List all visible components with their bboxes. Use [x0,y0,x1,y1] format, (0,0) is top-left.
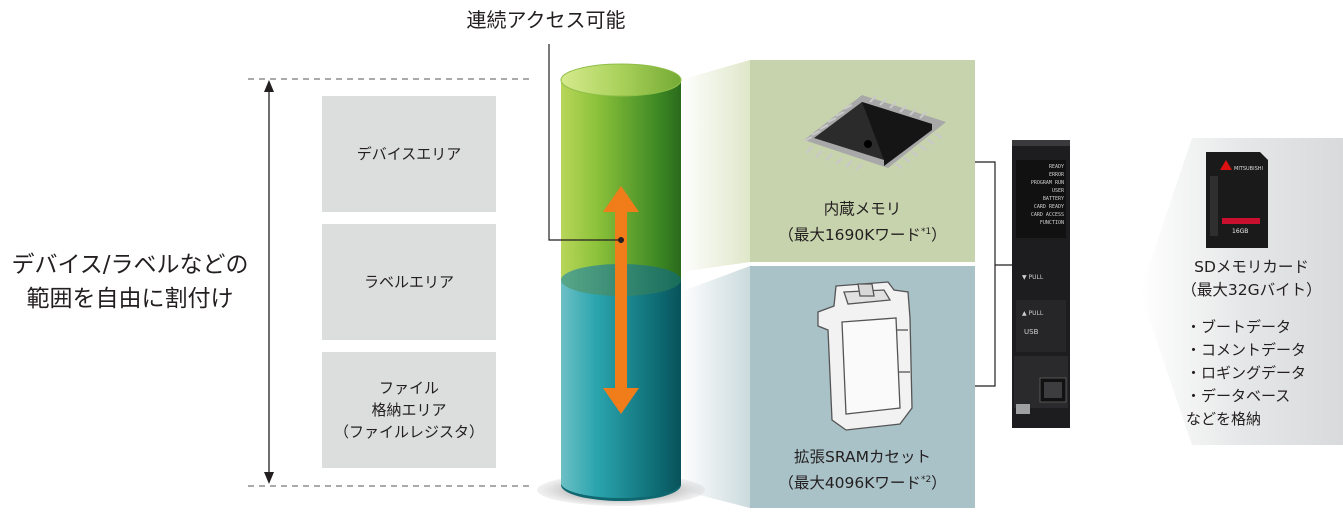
cpu-pull-label-bottom: ▲ PULL [1022,310,1044,317]
file-area-line-2: 格納エリア [371,401,447,419]
sd-card-contents: ・ブートデータ ・コメントデータ ・ロギングデータ ・データベース などを格納 [1186,316,1336,431]
file-area-line-1: ファイル [378,379,439,397]
memory-chip-icon [803,95,946,171]
callout-dot [618,237,624,243]
access-arrow-up-icon [603,186,639,212]
cpu-status-labels: READY ERROR PROGRAM RUN USER BATTERY CAR… [1030,164,1064,226]
sd-card-brand: MITSUBISHI [1234,166,1263,172]
note-ref-1: *1 [920,227,932,237]
file-area-line-3: （ファイルレジスタ） [333,423,484,441]
sd-card-name: SDメモリカード [1194,258,1309,276]
sd-item-logging: ・ロギングデータ [1186,364,1307,382]
sd-card-size: 16GB [1232,228,1249,235]
device-area-label: デバイスエリア [356,145,462,163]
sram-capacity: （最大4096Kワード*2） [778,474,947,492]
file-area-label: ファイル 格納エリア （ファイルレジスタ） [334,377,484,443]
cpu-usb-label: USB [1024,328,1039,336]
side-label-line-1: デバイス/ラベルなどの [11,252,249,278]
internal-memory-name: 内蔵メモリ [823,200,902,218]
cpu-pull-label-top: ▼ PULL [1022,274,1044,281]
sd-item-boot: ・ブートデータ [1186,318,1292,336]
side-label-line-2: 範囲を自由に割付け [26,286,234,312]
cpu-module-icon [1012,140,1070,428]
title-callout-line [548,44,621,241]
internal-memory-label: 内蔵メモリ （最大1690Kワード*1） [750,198,975,247]
internal-memory-capacity: （最大1690Kワード*1） [778,226,947,244]
sd-card-capacity: （最大32Gバイト） [1181,281,1322,299]
sd-card-label: SDメモリカード （最大32Gバイト） [1160,256,1343,302]
sd-card-icon [1206,152,1268,248]
sd-item-database: ・データベース [1186,387,1291,405]
access-arrow-down-icon [603,388,639,414]
device-area-box: デバイスエリア [322,96,496,212]
blue-connector [680,266,750,508]
note-ref-2: *2 [920,475,932,485]
green-connector [680,60,750,272]
internal-memory-panel [750,60,975,262]
cylinder-top-cap [561,64,681,96]
cylinder-lower-base-face [561,468,681,498]
sd-item-note: などを格納 [1186,410,1262,428]
file-area-box: ファイル 格納エリア （ファイルレジスタ） [322,352,496,468]
sram-label: 拡張SRAMカセット （最大4096Kワード*2） [750,446,975,495]
range-arrow-down-icon [264,472,274,484]
sd-item-comment: ・コメントデータ [1186,341,1307,359]
sram-cassette-icon [817,281,913,431]
panel-bracket [975,161,996,387]
sd-panel [1140,138,1343,445]
diagram-title: 連続アクセス可能 [466,8,626,32]
range-arrow-up-icon [264,80,274,92]
label-area-label: ラベルエリア [363,273,454,291]
side-label: デバイス/ラベルなどの 範囲を自由に割付け [10,248,250,316]
sram-name: 拡張SRAMカセット [794,448,931,466]
label-area-box: ラベルエリア [322,224,496,340]
access-arrow-shaft [615,208,627,392]
